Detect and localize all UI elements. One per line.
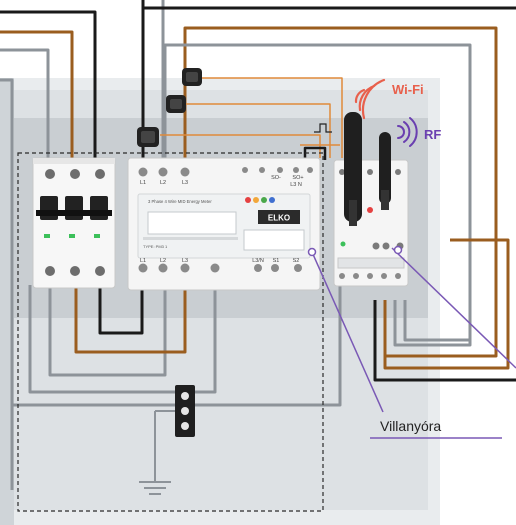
meter-brand-plate	[258, 210, 300, 224]
terminal-label: L3/N	[252, 258, 264, 264]
callout-dot-meter	[307, 247, 317, 257]
ground-icon	[139, 410, 175, 495]
wire-gray-neutral	[28, 285, 217, 394]
wifi-signal-icon	[354, 78, 386, 120]
terminal-label: SO-	[271, 175, 281, 181]
ct-clamp-icon	[137, 127, 159, 147]
meter-title: 3 Phase 4 Wire MID Energy Meter	[148, 199, 212, 204]
terminal-label: S2	[293, 258, 300, 264]
terminal-label: L3	[182, 258, 188, 264]
terminal-label: SO+	[292, 175, 303, 181]
ct-clamp-icon	[166, 95, 186, 113]
circuit-breaker	[32, 157, 116, 289]
wire-pulse-output	[303, 146, 327, 160]
rf-label: RF	[424, 127, 441, 142]
wire-orange-ct2	[186, 103, 331, 158]
wire-gray-bottom	[12, 285, 342, 407]
wire-gray-right-small	[403, 300, 470, 342]
wire-gray-l1	[0, 48, 50, 160]
wire-orange-ct1	[202, 77, 343, 158]
wire-black-l3	[0, 10, 97, 160]
antenna-icon	[379, 132, 391, 210]
wire-brown-breaker-meter-2	[74, 285, 187, 354]
wire-gray-right-loop	[163, 43, 472, 347]
terminal-label: L2	[160, 180, 166, 186]
wire-brown-right-bottom	[383, 238, 510, 370]
meter-led-row	[245, 197, 275, 203]
wire-black-right-bottom	[373, 300, 516, 382]
energy-meter	[127, 157, 321, 291]
ct-clamp-icon	[182, 68, 202, 86]
antenna-icon	[344, 112, 362, 226]
ct-clamps	[137, 68, 202, 147]
terminal-block	[175, 385, 195, 437]
wifi-label: Wi-Fi	[392, 82, 424, 97]
terminal-label: L3 N	[290, 182, 302, 188]
terminal-label: L2	[160, 258, 166, 264]
wire-gray-breaker-meter-1	[48, 285, 167, 377]
callout-lines	[311, 247, 516, 439]
meter-area-dashed-box	[17, 152, 324, 512]
rf-signal-icon	[397, 117, 418, 147]
wire-brown-l2	[0, 30, 74, 160]
meter-model: TYPE: PM3 1	[143, 244, 168, 249]
wire-orange-ct3	[160, 134, 321, 158]
terminal-label: L1	[140, 258, 146, 264]
wire-black-breaker-meter-3	[98, 285, 144, 335]
terminal-label: L3	[182, 180, 188, 186]
wires	[0, 0, 516, 490]
pulse-icon	[314, 123, 332, 133]
terminal-label: L1	[140, 180, 146, 186]
meter-terminal-labels-top: L1 L2 L3 SO- SO+ L3 N	[140, 175, 304, 188]
wire-gray-left-outer	[0, 78, 14, 490]
callout-label: Villanyóra	[380, 418, 441, 434]
meter-brand: ELKO	[268, 214, 290, 223]
meter-terminal-labels-bottom: L1 L2 L3 L3/N S1 S2	[140, 258, 299, 264]
terminal-label: S1	[273, 258, 280, 264]
callout-dot-module	[393, 245, 403, 255]
